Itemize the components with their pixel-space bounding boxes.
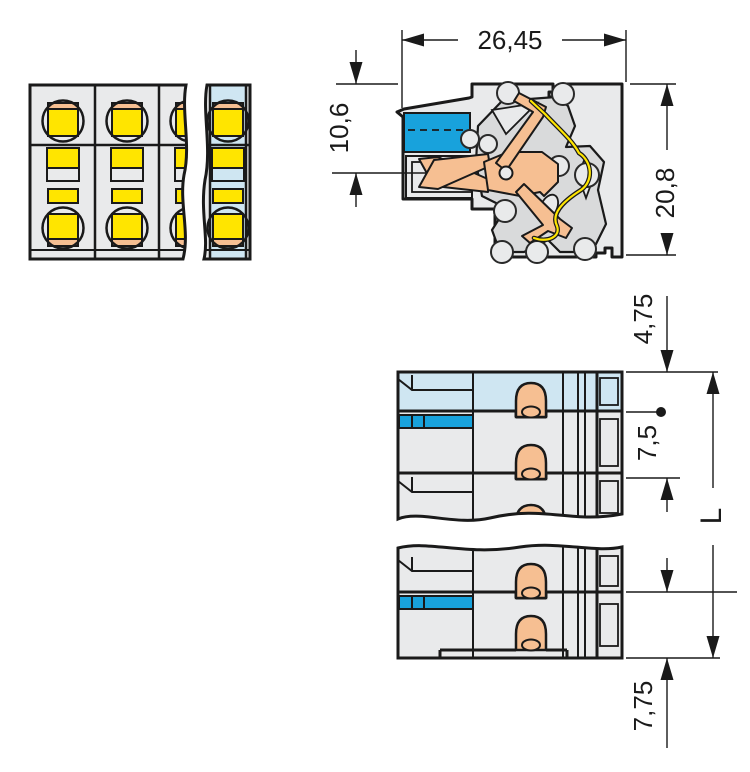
arrowhead-down (660, 570, 674, 592)
top-view-arrowheads (656, 350, 720, 680)
dim-label-overall-height: 20,8 (650, 168, 680, 219)
dim-label-pole-pitch: 7,5 (632, 425, 662, 461)
molding-rib (490, 101, 540, 136)
top-view-upper-outline (396, 370, 624, 522)
dim-label-end-to-first-pole: 4,75 (628, 294, 658, 345)
pole-2 (105, 99, 149, 250)
dim-label-overall-length: L (695, 508, 728, 525)
marking-stripe (398, 595, 474, 610)
clamp-spring-wire (529, 99, 591, 241)
front-housing-outline (28, 83, 189, 261)
arrowhead-down (706, 636, 720, 658)
first-pole-area (398, 372, 622, 412)
busbar-hole (498, 165, 514, 181)
rail-slots (599, 555, 619, 647)
pole-last (206, 99, 250, 250)
conductor-slot (514, 443, 548, 481)
dim-label-last-pole-to-end: 7,75 (628, 681, 658, 732)
coding-tab (398, 557, 473, 572)
arrowhead-up (660, 478, 674, 500)
cross-section-view: 26,45 10,6 20,8 (324, 25, 680, 264)
arrowhead-up (660, 84, 674, 106)
conductor-slot-partial (514, 503, 548, 521)
arrowhead-right (604, 33, 626, 47)
dim-label-overall-width: 26,45 (477, 25, 542, 55)
end-pole-outline (201, 83, 252, 261)
reference-dot (656, 407, 666, 417)
arrowhead-down (660, 233, 674, 255)
front-view (28, 83, 252, 261)
dim-overall-height (626, 83, 676, 256)
top-view-lower-outline (396, 543, 624, 660)
arrowhead-down (349, 62, 363, 84)
end-pole-content (204, 85, 250, 259)
top-view: 4,75 7,5 L 7,75 (396, 294, 737, 748)
conductor-slot (514, 614, 548, 652)
top-view-lower-piece (398, 545, 622, 658)
dim-label-entry-height: 10,6 (324, 103, 354, 154)
top-view-upper-detail (398, 372, 622, 521)
pole-1 (41, 99, 85, 250)
marking-stripe (398, 414, 474, 429)
arrowhead-up (349, 173, 363, 195)
conductor-slot (514, 562, 548, 600)
dim-entry-height (336, 50, 398, 207)
bottom-step (438, 648, 569, 657)
top-view-lower-detail (398, 545, 622, 658)
arrowhead-up (660, 658, 674, 680)
coding-tab (398, 375, 473, 493)
arrowhead-down (660, 350, 674, 372)
front-view-poles (30, 85, 187, 259)
arrowhead-left (402, 33, 424, 47)
conductor-slot (514, 381, 548, 419)
arrowhead-up (706, 372, 720, 394)
wire-entry-zone (403, 112, 471, 153)
dim-overall-width (401, 30, 627, 108)
top-view-dimension-lines (626, 296, 737, 748)
rail-slots (599, 377, 619, 514)
